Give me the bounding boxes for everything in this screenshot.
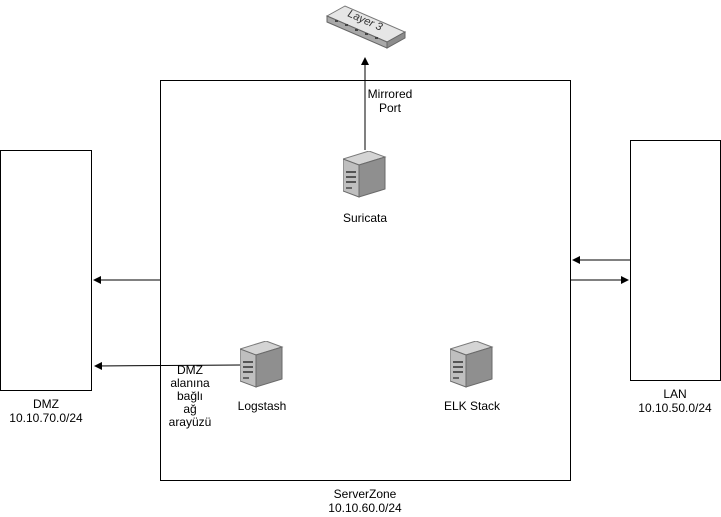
logstash-label: Logstash — [237, 399, 287, 413]
dmz-zone — [0, 150, 92, 391]
suricata-label: Suricata — [342, 211, 388, 225]
lan-zone-subnet: 10.10.50.0/24 — [638, 401, 712, 415]
dmz-interface-line3: bağlı — [176, 389, 204, 403]
serverzone-zone-subnet: 10.10.60.0/24 — [328, 501, 402, 515]
logstash-server-icon — [238, 340, 284, 389]
serverzone-zone-name: ServerZone — [333, 487, 397, 501]
layer3-switch-icon: Layer 3 — [325, 2, 407, 52]
mirrored-port-line2: Port — [378, 101, 401, 115]
dmz-zone-subnet: 10.10.70.0/24 — [9, 411, 83, 425]
elk-stack-label: ELK Stack — [443, 399, 501, 413]
dmz-zone-name: DMZ — [33, 397, 59, 411]
suricata-server-icon — [341, 150, 387, 199]
dmz-interface-line4: ağ — [183, 402, 197, 416]
lan-zone — [630, 140, 721, 381]
mirrored-port-line1: Mirrored — [367, 87, 413, 101]
dmz-interface-label: DMZ alanına bağlı ağ arayüzü — [165, 364, 215, 429]
lan-zone-label: LAN 10.10.50.0/24 — [625, 387, 721, 415]
dmz-interface-line2: alanına — [170, 376, 210, 390]
serverzone-zone-label: ServerZone 10.10.60.0/24 — [315, 487, 415, 515]
mirrored-port-label: Mirrored Port — [360, 87, 420, 115]
dmz-interface-line5: arayüzü — [168, 415, 212, 429]
dmz-zone-label: DMZ 10.10.70.0/24 — [0, 397, 92, 425]
lan-zone-name: LAN — [663, 387, 687, 401]
logstash-to-dmz-link — [94, 361, 241, 370]
dmz-interface-line1: DMZ — [177, 363, 203, 377]
elk-server-icon — [448, 340, 494, 389]
